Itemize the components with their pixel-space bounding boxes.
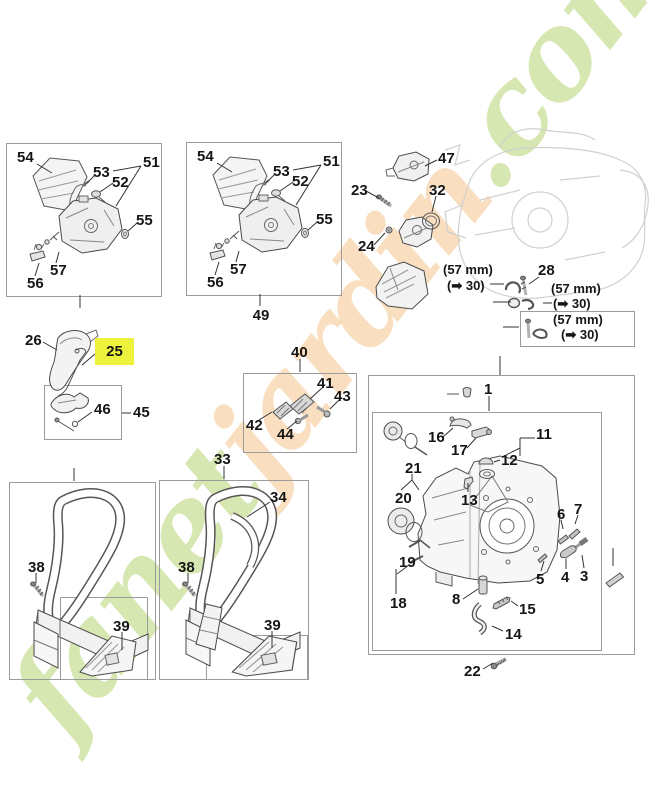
part-label-54-box2: 54 [197, 148, 214, 165]
intake-manifold-sketch [375, 151, 440, 310]
part-label-24: 24 [358, 238, 375, 255]
part-label-43: 43 [334, 388, 351, 405]
part-label-22: 22 [464, 663, 481, 680]
part-label-5: 5 [536, 571, 545, 588]
part-label-33: 33 [214, 451, 231, 468]
part-label-55-box1: 55 [136, 212, 153, 229]
part-label-45: 45 [133, 404, 150, 421]
part-label-54-box1: 54 [17, 149, 34, 166]
part-label-57-box2: 57 [230, 261, 247, 278]
part-label-23: 23 [351, 182, 368, 199]
part-label-6: 6 [557, 506, 566, 523]
part-label-38-left: 38 [28, 559, 45, 576]
part-label-41: 41 [317, 375, 334, 392]
part-label-56-box1: 56 [27, 275, 44, 292]
carburetor-box-2 [186, 142, 342, 296]
part-label-55-box2: 55 [316, 211, 333, 228]
part-label-42: 42 [246, 417, 263, 434]
part-label-17: 17 [451, 442, 468, 459]
part-label-28: 28 [538, 262, 555, 279]
part-label-56-box2: 56 [207, 274, 224, 291]
adjuster-box-40 [243, 373, 357, 453]
part-label-52-box1: 52 [112, 174, 129, 191]
part-label-51-box1: 51 [143, 154, 160, 171]
part-label-39-right: 39 [264, 617, 281, 634]
part-label-19: 19 [399, 554, 416, 571]
part-label-16: 16 [428, 429, 445, 446]
part-label-4: 4 [561, 569, 570, 586]
part-label-13: 13 [461, 492, 478, 509]
part-label-1: 1 [484, 381, 493, 398]
part-label-8: 8 [452, 591, 461, 608]
part-label-40: 40 [291, 344, 308, 361]
part-label-57-box1: 57 [50, 262, 67, 279]
panel-box-left [60, 597, 148, 680]
part-label-51-box2: 51 [323, 153, 340, 170]
panel-box-right [206, 635, 308, 680]
selected-part-label-25[interactable]: 25 [95, 338, 134, 365]
note-57mm-2: (57 mm) [551, 281, 601, 296]
part-label-53-box1: 53 [93, 164, 110, 181]
part-label-53-box2: 53 [273, 163, 290, 180]
part-label-47: 47 [438, 150, 455, 167]
note-57mm-3: (57 mm) [553, 312, 603, 327]
part-label-21: 21 [405, 460, 422, 477]
note-ref30-3: (➡ 30) [561, 327, 599, 342]
part-label-11: 11 [536, 426, 552, 443]
part-label-7: 7 [574, 501, 583, 518]
part-label-38-right: 38 [178, 559, 195, 576]
part-label-15: 15 [519, 601, 536, 618]
part-label-14: 14 [505, 626, 522, 643]
part-label-20: 20 [395, 490, 412, 507]
part-label-46: 46 [94, 401, 111, 418]
part-label-49: 49 [252, 307, 270, 324]
part-label-26: 26 [25, 332, 42, 349]
part-label-32: 32 [429, 182, 446, 199]
note-ref30-2: (➡ 30) [553, 296, 591, 311]
crankcase-inner-box [372, 412, 602, 651]
part-label-18: 18 [390, 595, 407, 612]
note-57mm-1: (57 mm) [443, 262, 493, 277]
part-label-52-box2: 52 [292, 173, 309, 190]
part-label-12: 12 [501, 452, 518, 469]
part-label-34: 34 [270, 489, 287, 506]
part-label-44: 44 [277, 426, 294, 443]
part-label-3: 3 [580, 568, 589, 585]
part-label-39-left: 39 [113, 618, 130, 635]
note-ref30-1: (➡ 30) [447, 278, 485, 293]
